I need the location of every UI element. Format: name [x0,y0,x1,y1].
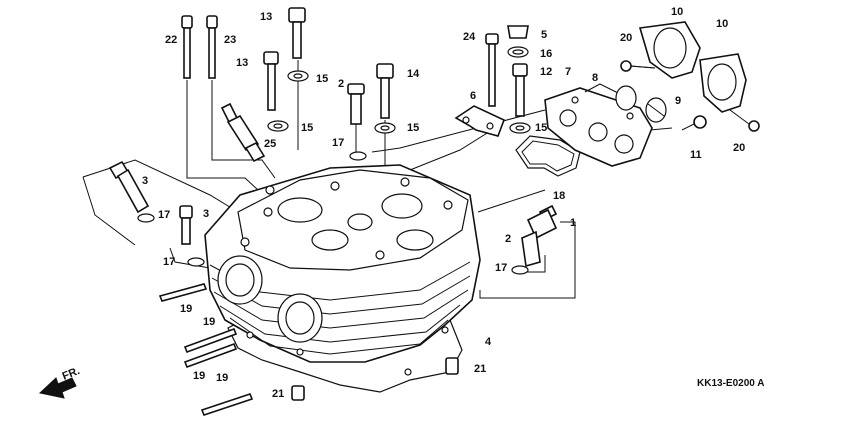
callout-10: 10 [716,18,728,30]
callout-15: 15 [407,122,419,134]
valve-guide-upper [347,83,367,161]
callout-17: 17 [158,209,170,221]
callout-24: 24 [463,31,476,43]
callout-7: 7 [565,66,571,78]
callout-13: 13 [236,57,248,69]
callout-3: 3 [203,208,209,220]
cover-gasket [515,135,581,177]
callout-2: 2 [338,78,344,90]
callout-16: 16 [540,48,552,60]
callout-20: 20 [733,142,745,154]
callout-1: 1 [570,217,576,229]
callout-21: 21 [272,388,284,400]
small-bolts [620,60,760,132]
callout-4: 4 [485,336,492,348]
callout-19: 19 [203,316,215,328]
long-bolts [181,15,218,79]
callout-8: 8 [592,72,598,84]
front-direction-arrow: FR. [38,365,82,399]
valve-guide-right [511,204,558,275]
washers-15 [267,70,531,134]
callout-12: 12 [540,66,552,78]
callout-labels: 1 2 2 3 3 4 5 6 7 8 9 10 10 11 12 13 13 … [142,6,745,400]
callout-2: 2 [505,233,511,245]
bolt-24-and-cap [485,25,529,117]
callout-17: 17 [495,262,507,274]
callout-3: 3 [142,175,148,187]
callout-17: 17 [332,137,344,149]
callout-15: 15 [316,73,328,85]
direction-label: FR. [61,365,82,383]
callout-19: 19 [216,372,228,384]
stud-bolts [158,283,254,416]
callout-13: 13 [260,11,272,23]
callout-11: 11 [690,149,702,161]
bolts-13 [263,7,306,111]
bracket-6 [454,105,506,137]
callout-6: 6 [470,90,476,102]
callout-23: 23 [224,34,236,46]
callout-19: 19 [180,303,192,315]
valve-guides-left [108,160,205,267]
cylinder-head [204,164,481,393]
callout-15: 15 [535,122,547,134]
callout-19: 19 [193,370,205,382]
callout-18: 18 [553,190,565,202]
dowel-pins [291,357,459,401]
callout-10: 10 [671,6,683,18]
callout-17: 17 [163,256,175,268]
callout-5: 5 [541,29,547,41]
callout-14: 14 [407,68,420,80]
diagram-code: KK13-E0200 A [697,378,764,389]
spark-plug [220,102,266,163]
callout-21: 21 [474,363,486,375]
callout-25: 25 [264,138,276,150]
callout-15: 15 [301,122,313,134]
callout-20: 20 [620,32,632,44]
callout-9: 9 [675,95,681,107]
hose-clamps [638,21,747,113]
callout-22: 22 [165,34,177,46]
bolt-14 [376,63,394,119]
cap-parts [615,85,667,123]
